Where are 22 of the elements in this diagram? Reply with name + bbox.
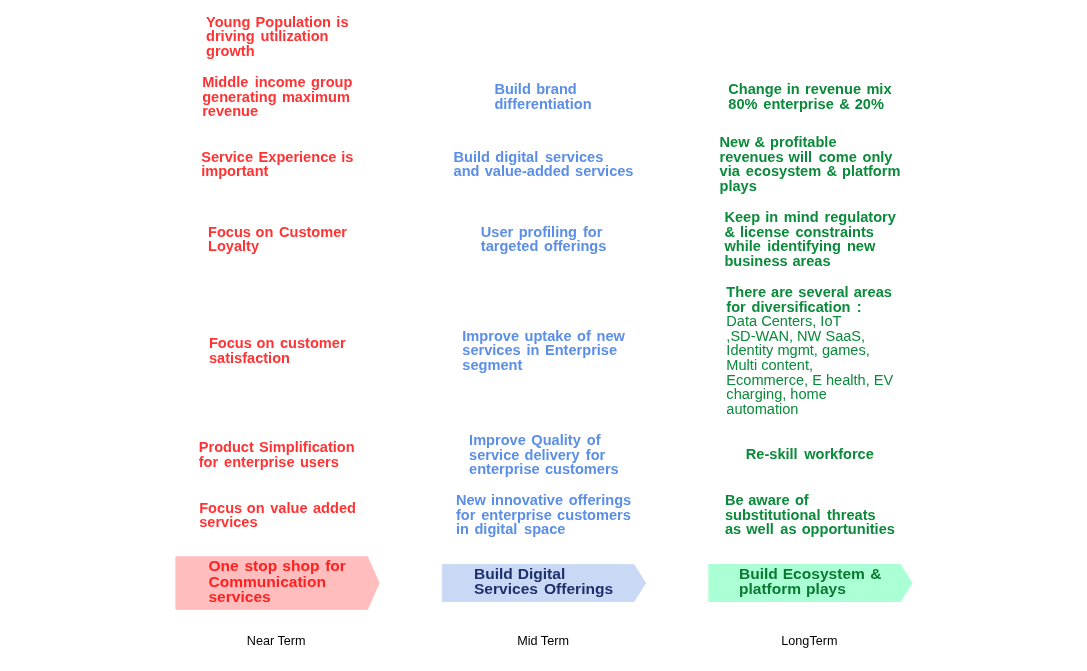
label: Keep in mind regulatory & license constraints while identifying new business areas: [723, 209, 896, 269]
label: Focus on customer satisfaction: [208, 335, 346, 366]
label: Product Simplification for enterprise users: [198, 439, 355, 470]
label: Middle income group generating maximum revenue: [201, 74, 352, 120]
label: Change in revenue mix 80% enterprise & 20%: [727, 81, 892, 112]
label: New innovative offerings for enterprise customers in digital space: [455, 492, 631, 538]
label: Service Experience is important: [200, 148, 353, 180]
label: Improve uptake of new services in Enterprise segment: [461, 327, 625, 374]
label: Improve Quality of service delivery for enterprise customers: [468, 431, 619, 478]
label: Build brand differentiation: [493, 81, 592, 112]
label: Re-skill workforce: [745, 445, 874, 462]
node-label: Mid Term: [516, 633, 569, 648]
label: Be aware of substitutional threats as well as opportunities: [724, 492, 895, 538]
label: Build digital services and value-added services: [453, 148, 633, 180]
node-label: Near Term: [246, 633, 306, 648]
label: Focus on Customer Loyalty: [207, 223, 347, 255]
label: New & profitable revenues will come only via ecosystem & platform plays: [719, 134, 900, 195]
label: Focus on value added services: [198, 499, 356, 531]
label: Young Population is driving utilization growth: [205, 13, 349, 59]
node-label: LongTerm: [780, 633, 837, 648]
label: User profiling for targeted offerings: [480, 223, 606, 255]
label: There are several areas for diversification : Data Centers, IoT ,SD-WAN, NW SaaS, Identity mgmt, games, Multi content, Ecommerce, E health, EV charging, home automation: [725, 284, 893, 417]
